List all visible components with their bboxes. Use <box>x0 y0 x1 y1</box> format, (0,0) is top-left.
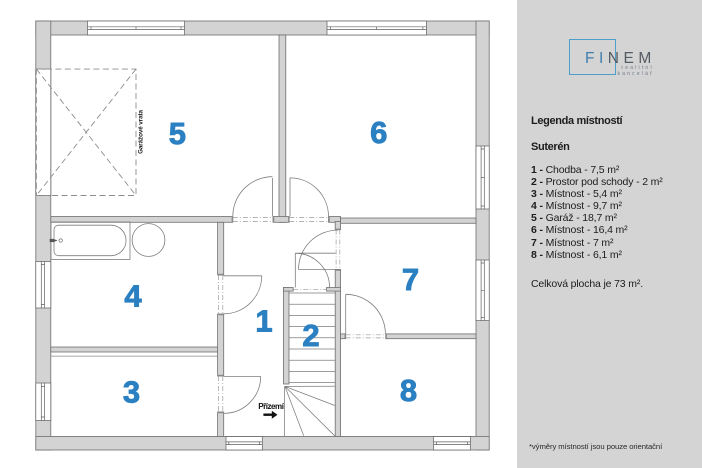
svg-text:Garážové vrata: Garážové vrata <box>138 110 145 154</box>
svg-text:8: 8 <box>400 373 417 408</box>
svg-text:3: 3 <box>123 375 140 410</box>
svg-text:5: 5 <box>169 116 186 151</box>
svg-text:4: 4 <box>124 278 142 313</box>
svg-text:Přízemí: Přízemí <box>258 402 285 411</box>
svg-text:6: 6 <box>370 115 387 150</box>
svg-text:7: 7 <box>402 262 419 297</box>
svg-text:2: 2 <box>302 318 319 353</box>
svg-text:1: 1 <box>255 304 272 339</box>
